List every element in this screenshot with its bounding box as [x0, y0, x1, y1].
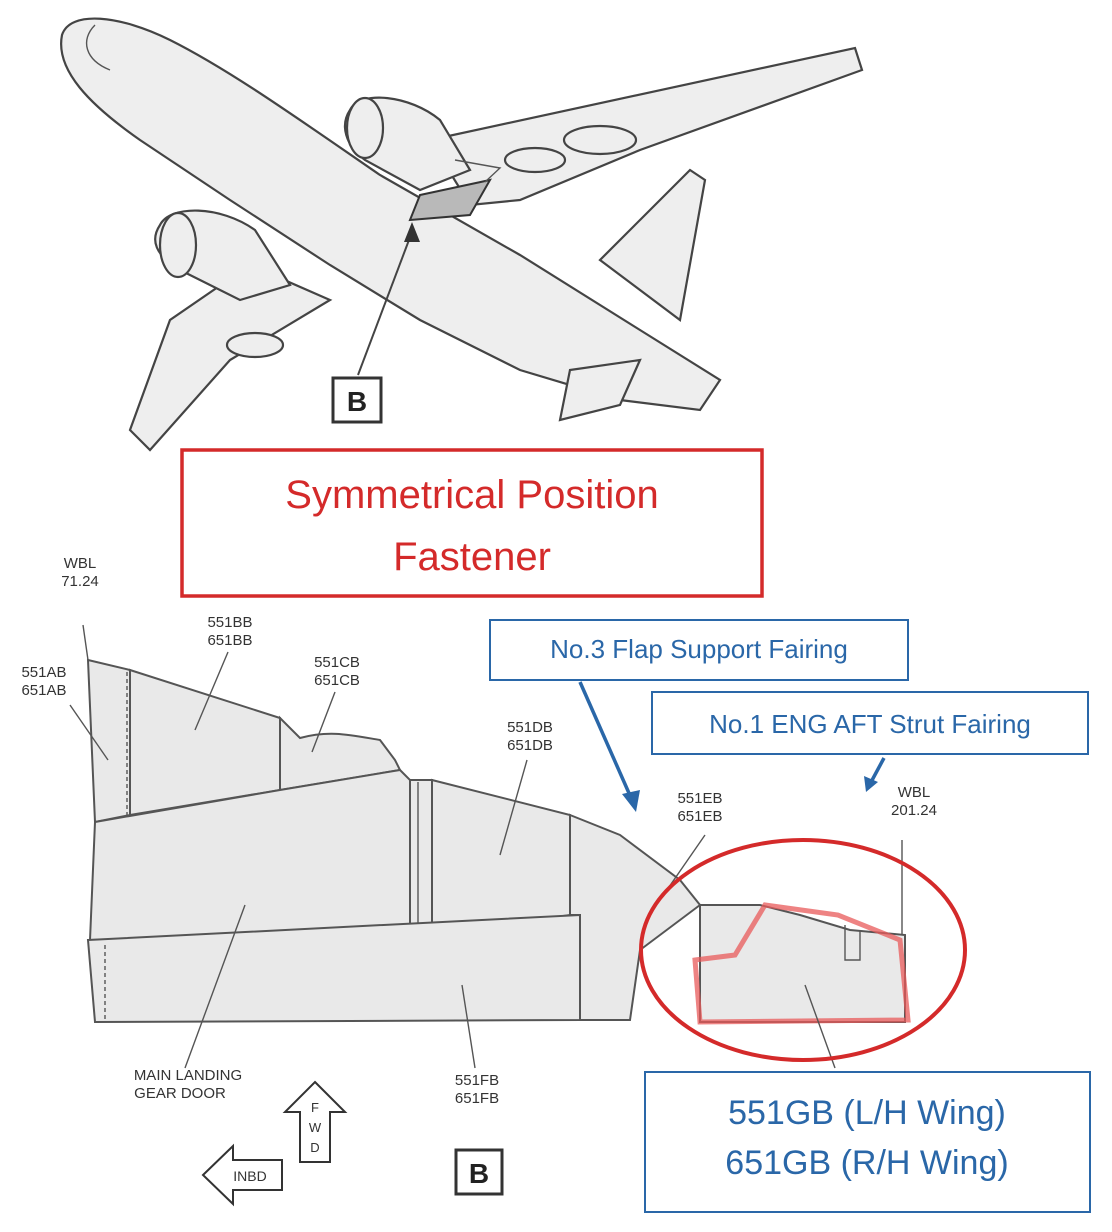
flap-support-fairing-callout: No.3 Flap Support Fairing [489, 619, 909, 812]
view-b-marker-bottom-label: B [469, 1158, 489, 1189]
right-flap-fairing-2 [503, 146, 567, 174]
fuselage [60, 17, 722, 412]
fwd-letter-w: W [309, 1120, 322, 1135]
wbl-left-line2: 71.24 [61, 573, 99, 590]
fwd-letter-d: D [310, 1140, 319, 1155]
panel-551cb [279, 715, 402, 792]
wbl-right-line1: WBL [898, 784, 931, 801]
panel-bb-label-2: 651BB [207, 632, 252, 649]
panel-551db [431, 778, 571, 937]
inbd-label: INBD [233, 1168, 266, 1184]
left-flap-fairing [225, 331, 285, 359]
panel-fb-label-1: 551FB [455, 1072, 499, 1089]
panel-ab-label-2: 651AB [21, 682, 66, 699]
panel-id-callout: 551GB (L/H Wing) 651GB (R/H Wing) [644, 1071, 1091, 1213]
flap-support-callout-text: No.3 Flap Support Fairing [550, 634, 848, 664]
panel-551eb [569, 813, 702, 1021]
tail-stabilizer-upper [598, 168, 707, 322]
gb-panel-highlight-ellipse [639, 838, 967, 1062]
panel-fb-label-2: 651FB [455, 1090, 499, 1107]
symmetrical-callout-line1: Symmetrical Position [285, 473, 658, 517]
highlighted-fairing-area [408, 178, 492, 222]
view-b-marker-top: B [331, 376, 383, 424]
panel-db-label-2: 651DB [507, 737, 553, 754]
eng-strut-callout-text: No.1 ENG AFT Strut Fairing [709, 709, 1031, 739]
wbl-right-line2: 201.24 [891, 802, 937, 819]
panel-ab-label-1: 551AB [21, 664, 66, 681]
panel-cb-label-1: 551CB [314, 654, 360, 671]
wbl-left-line1: WBL [64, 555, 97, 572]
panel-db-label-1: 551DB [507, 719, 553, 736]
panel-551fb [86, 913, 581, 1024]
tail-stabilizer-lower [558, 358, 642, 422]
panel-bb-label-1: 551BB [207, 614, 252, 631]
symmetrical-position-callout: Symmetrical Position Fastener [180, 448, 764, 598]
right-wing [428, 46, 864, 207]
inbd-arrow: INBD [201, 1143, 283, 1207]
airplane-illustration [60, 17, 864, 452]
gear-door-label-1: MAIN LANDING [134, 1067, 242, 1084]
panel-eb-label-1: 551EB [677, 790, 722, 807]
symmetrical-callout-line2: Fastener [393, 535, 551, 579]
panel-551gb-outline [692, 902, 911, 1025]
view-b-marker-top-label: B [347, 386, 367, 417]
fairing-panel-layout [69, 624, 911, 1069]
panel-id-line2: 651GB (R/H Wing) [725, 1144, 1008, 1182]
fwd-arrow: F W D [282, 1080, 348, 1163]
panel-551gb [699, 904, 906, 1023]
eng-aft-strut-fairing-callout: No.1 ENG AFT Strut Fairing [651, 691, 1089, 792]
right-flap-fairing-1 [562, 124, 638, 156]
flap-support-callout-arrow [578, 681, 634, 801]
panel-cb-label-2: 651CB [314, 672, 360, 689]
view-b-marker-bottom: B [454, 1148, 504, 1196]
left-wing [128, 263, 333, 452]
fwd-letter-f: F [311, 1100, 319, 1115]
panel-id-line1: 551GB (L/H Wing) [728, 1094, 1006, 1132]
panel-eb-label-2: 651EB [677, 808, 722, 825]
view-b-pointer [357, 231, 413, 376]
gear-door-label-2: GEAR DOOR [134, 1085, 226, 1102]
view-b-pointer-head [404, 222, 420, 242]
